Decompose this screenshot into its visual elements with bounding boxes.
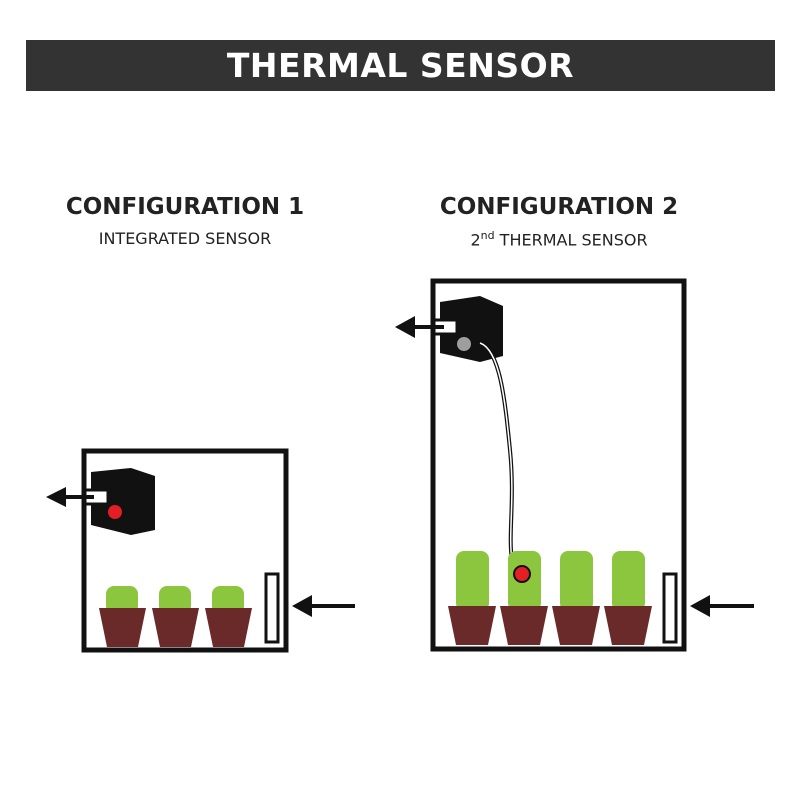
fan-unit <box>91 468 155 535</box>
config-1-subtitle: INTEGRATED SENSOR <box>98 229 272 248</box>
exhaust-arrow-head <box>46 487 66 507</box>
intake-vent <box>662 572 678 644</box>
tent-frame <box>81 448 289 653</box>
plant <box>212 586 244 614</box>
tent-frame <box>430 278 687 652</box>
pot <box>604 606 652 645</box>
config-1-title: CONFIGURATION 1 <box>65 194 305 220</box>
config-2-title: CONFIGURATION 2 <box>439 194 679 220</box>
header-banner: THERMAL SENSOR <box>26 40 775 91</box>
pot <box>152 608 199 647</box>
pot <box>99 608 146 647</box>
page-title: THERMAL SENSOR <box>226 46 575 85</box>
plant <box>159 586 191 614</box>
plant <box>612 551 645 611</box>
config-2-subtitle-ordinal: 2 <box>470 230 481 250</box>
config-2-grow-tent <box>395 278 754 652</box>
config-2-subtitle-text: THERMAL SENSOR <box>494 230 648 250</box>
plant <box>456 551 489 611</box>
intake-vent <box>264 572 280 644</box>
sensor-cable <box>479 341 523 578</box>
plant <box>560 551 593 611</box>
config-1-grow-tent <box>46 448 355 653</box>
pot <box>448 606 496 645</box>
integrated-sensor <box>108 505 122 519</box>
pot <box>552 606 600 645</box>
config-2-subtitle-suffix: nd <box>480 229 495 242</box>
idle-sensor <box>457 337 471 351</box>
exhaust-arrow-head <box>395 316 415 338</box>
intake-arrow-head <box>690 595 710 617</box>
intake-arrow-head <box>292 595 312 617</box>
config-2-subtitle: 2nd THERMAL SENSOR <box>399 229 719 249</box>
pot <box>205 608 252 647</box>
plant <box>106 586 138 614</box>
pot <box>500 606 548 645</box>
second-thermal-sensor <box>513 565 531 583</box>
